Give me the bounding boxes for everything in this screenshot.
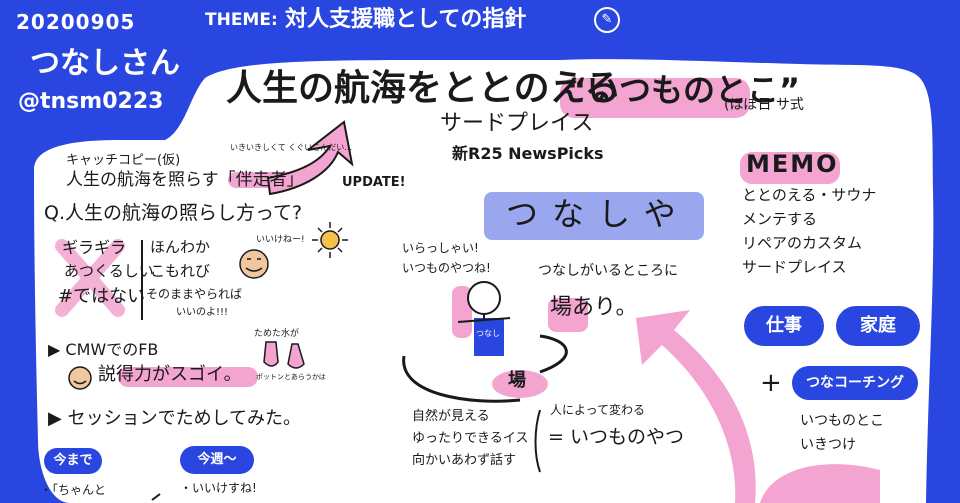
subtitle: サードプレイス [440,111,594,136]
memo-footer-1: いつものとこ [800,413,884,429]
speech-1: いらっしゃい! [402,241,479,255]
speech-2: いつものやつね! [402,261,491,275]
pill-family: 家庭 [836,306,920,346]
water-drop-icon [263,341,279,367]
memo-title: MEMO [746,150,839,178]
right-item-1: ほんわか [150,238,211,256]
author-name: つなしさん [30,46,180,81]
pink-stroke [452,286,472,338]
memo-item-4: サードプレイス [742,258,847,276]
big-curved-arrow-tail [760,464,880,503]
fb-face-icon [68,366,92,390]
catchcopy-line: 人生の航海を照らす「伴走者」 [66,170,304,190]
bullet-right: ・いいけすね! [180,481,257,495]
quote-highlight [560,78,750,118]
sun-note: いいけねー! [256,235,305,245]
ba-highlight [492,370,548,398]
fb-note-top: ためた水が [254,329,300,339]
apron-text: つなし [476,329,500,338]
pill-coaching: つなコーチング [792,366,918,400]
apron [474,318,504,356]
list-item-3: 向かいあわず話す [412,453,517,468]
pot-icon [287,343,305,369]
memo-footer-2: いきつけ [800,437,856,453]
caption: つなしがいるところに [538,263,678,279]
pencil-icon: ✎ [594,7,620,33]
catchcopy-note: いきいきしくて くぐいこんだい… [230,143,353,152]
varies-text: 人によって変わる [550,403,646,417]
right-item-3: そのままやられば [146,287,243,301]
right-item-2: こもれび [150,262,211,280]
shop-banner: つなしや [506,195,690,233]
memo-item-3: リペアのカスタム [742,234,863,252]
fb-line: 説得力がスゴイ。 [98,364,242,385]
fb-heading: ▶ CMWでのFB [48,340,159,359]
question-heading: Q.人生の航海の照らし方って? [44,202,303,224]
figure-head [467,281,501,315]
place-highlight [548,298,588,332]
pill-work: 仕事 [744,306,824,346]
date-label: 20200905 [16,10,136,34]
title-quote: “いつものとこ” [566,71,801,109]
place-text: 場あり。 [550,295,638,320]
smile-face-icon [239,249,269,279]
author-handle: @tnsm0223 [18,89,164,114]
left-item-2: あつくるしい [64,262,154,280]
cross-mark [55,239,125,317]
main-title: 人生の航海をととのえる [226,68,621,109]
list-item-1: 自然が見える [412,409,490,424]
plus-sign: + [760,368,782,398]
equals-text: = いつものやつ [548,426,684,448]
shop-banner-bg [484,192,704,240]
pill-until-now: 今まで [44,448,102,474]
fb-highlight [118,367,258,387]
theme-text: 対人支援職としての指針 [285,7,527,32]
big-curved-arrow [636,310,756,503]
source: 新R25 NewsPicks [452,144,604,163]
catchcopy-label: キャッチコピー(仮) [66,153,181,168]
ba-text: 場 [508,370,526,391]
fb-note-bottom: ポットンとあらうかは [256,373,326,381]
bullet-left: ・「ちゃんと [40,483,107,497]
memo-highlight [740,152,840,184]
theme-label: THEME: [205,10,278,30]
sun-icon [312,222,348,258]
ground-arc-right [539,334,568,374]
ground-arc [402,355,521,403]
pill-this-week: 今週〜 [180,446,254,474]
right-item-4: いいのよ!!! [176,307,229,318]
update-label: UPDATE! [342,175,406,190]
left-item-3: #ではない [58,286,146,307]
memo-item-2: メンテする [742,210,818,228]
byline: (ほぼ日 サ式 [724,97,804,113]
update-arrow [266,120,354,196]
session-heading: ▶ セッションでためしてみた。 [48,408,302,429]
left-item-1: ギラギラ [62,238,127,257]
memo-item-1: ととのえる・サウナ [742,186,877,204]
list-item-2: ゆったりできるイス [412,431,529,446]
